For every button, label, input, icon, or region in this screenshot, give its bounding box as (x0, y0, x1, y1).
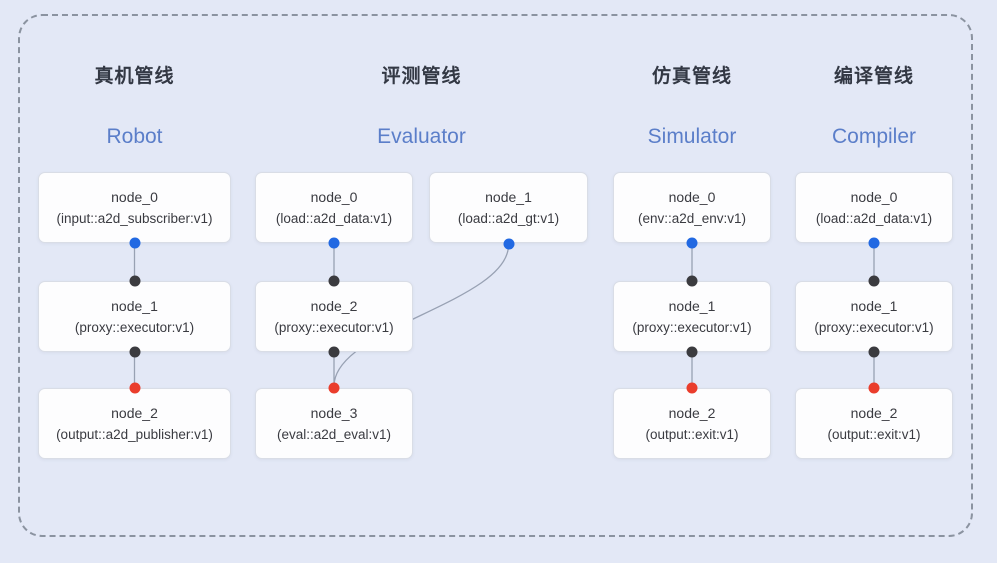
internal-port-dot (868, 275, 880, 287)
pipeline-title-zh-simulator: 仿真管线 (651, 66, 732, 87)
node-title: node_3 (310, 404, 358, 421)
input-port-dot (868, 237, 880, 249)
node-title: node_1 (111, 297, 158, 314)
robot-node-2-card: node_2 (output::a2d_publisher:v1) (38, 388, 231, 459)
node-subtitle: (proxy::executor:v1) (274, 319, 394, 335)
robot-node-1-card: node_1 (proxy::executor:v1) (38, 281, 231, 352)
node-title: node_2 (668, 404, 716, 421)
node-title: node_0 (310, 188, 358, 205)
node-subtitle: (output::exit:v1) (645, 426, 739, 442)
compiler-node-0-card: node_0 (load::a2d_data:v1) (795, 172, 953, 243)
edge-evaluator-n1-n3 (333, 244, 510, 387)
output-port-dot (129, 382, 140, 394)
node-title: node_1 (850, 297, 898, 314)
node-subtitle: (eval::a2d_eval:v1) (276, 426, 392, 442)
internal-port-dot (328, 275, 340, 287)
node-title: node_0 (850, 188, 898, 205)
node-title: node_2 (310, 297, 358, 314)
pipeline-title-zh-robot: 真机管线 (94, 66, 175, 87)
node-title: node_2 (111, 404, 158, 421)
simulator-node-0-card: node_0 (env::a2d_env:v1) (613, 172, 771, 243)
robot-node-0-card: node_0 (input::a2d_subscriber:v1) (38, 172, 231, 243)
internal-port-dot (129, 346, 140, 358)
node-subtitle: (env::a2d_env:v1) (637, 210, 747, 226)
pipeline-title-en-evaluator: Evaluator (377, 125, 466, 148)
pipeline-title-en-robot: Robot (106, 125, 163, 148)
node-subtitle: (load::a2d_data:v1) (815, 210, 933, 226)
node-subtitle: (proxy::executor:v1) (814, 319, 934, 335)
evaluator-node-2-card: node_2 (proxy::executor:v1) (255, 281, 413, 352)
input-port-dot (129, 237, 140, 249)
output-port-dot (328, 382, 340, 394)
evaluator-node-3-card: node_3 (eval::a2d_eval:v1) (255, 388, 413, 459)
output-port-dot (868, 382, 880, 394)
node-subtitle: (output::exit:v1) (827, 426, 921, 442)
node-title: node_2 (850, 404, 898, 421)
node-title: node_1 (485, 188, 532, 205)
dashed-frame (18, 14, 973, 537)
internal-port-dot (328, 346, 340, 358)
node-title: node_1 (668, 297, 716, 314)
simulator-node-2-card: node_2 (output::exit:v1) (613, 388, 771, 459)
evaluator-node-1-card: node_1 (load::a2d_gt:v1) (429, 172, 588, 243)
internal-port-dot (686, 275, 698, 287)
output-port-dot (686, 382, 698, 394)
node-title: node_0 (668, 188, 716, 205)
node-subtitle: (output::a2d_publisher:v1) (56, 426, 213, 442)
node-subtitle: (load::a2d_gt:v1) (457, 210, 560, 226)
simulator-node-1-card: node_1 (proxy::executor:v1) (613, 281, 771, 352)
internal-port-dot (868, 346, 880, 358)
internal-port-dot (686, 346, 698, 358)
pipeline-title-en-simulator: Simulator (647, 125, 737, 148)
input-port-dot (686, 237, 698, 249)
node-subtitle: (load::a2d_data:v1) (275, 210, 393, 226)
pipeline-title-zh-compiler: 编译管线 (833, 66, 914, 87)
node-subtitle: (proxy::executor:v1) (74, 319, 195, 335)
compiler-node-2-card: node_2 (output::exit:v1) (795, 388, 953, 459)
pipeline-title-en-compiler: Compiler (831, 125, 917, 148)
pipeline-title-zh-evaluator: 评测管线 (381, 66, 462, 87)
input-port-dot (503, 238, 514, 250)
input-port-dot (328, 237, 340, 249)
node-title: node_0 (111, 188, 158, 205)
wire-group (133, 243, 875, 388)
compiler-node-1-card: node_1 (proxy::executor:v1) (795, 281, 953, 352)
evaluator-node-0-card: node_0 (load::a2d_data:v1) (255, 172, 413, 243)
internal-port-dot (129, 275, 140, 287)
node-subtitle: (proxy::executor:v1) (632, 319, 752, 335)
node-subtitle: (input::a2d_subscriber:v1) (56, 210, 213, 226)
